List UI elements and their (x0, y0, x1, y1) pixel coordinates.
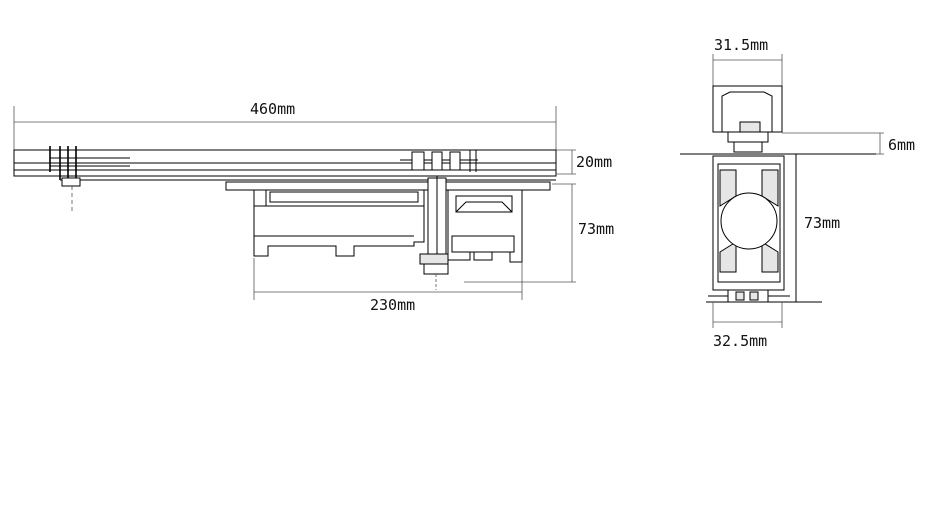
track-section (712, 85, 783, 153)
slide-rail (13, 146, 557, 212)
dim-gap: 6mm (782, 132, 915, 155)
side-view: 460mm (13, 100, 614, 314)
dim-arm-height: 20mm (556, 149, 612, 175)
cylinder-bore (720, 192, 778, 250)
dim-arm-height-label: 20mm (576, 153, 612, 171)
dim-overall-length-label: 460mm (250, 100, 295, 118)
dim-body-height: 73mm (464, 183, 614, 283)
dim-top-width-label: 31.5mm (714, 36, 768, 54)
end-view: 31.5mm 6mm (680, 36, 915, 350)
dim-bottom-width: 32.5mm (712, 302, 783, 350)
dim-bottom-width-label: 32.5mm (713, 332, 767, 350)
dim-end-height-label: 73mm (804, 214, 840, 232)
dim-body-length-label: 230mm (370, 296, 415, 314)
dim-gap-label: 6mm (888, 136, 915, 154)
mounting-plate (225, 181, 551, 191)
dim-top-width: 31.5mm (712, 36, 783, 86)
dim-overall-length: 460mm (13, 100, 557, 150)
dim-body-length: 230mm (253, 258, 523, 314)
closer-body (253, 176, 523, 290)
dim-body-height-label: 73mm (578, 220, 614, 238)
closer-end-section (706, 154, 822, 303)
